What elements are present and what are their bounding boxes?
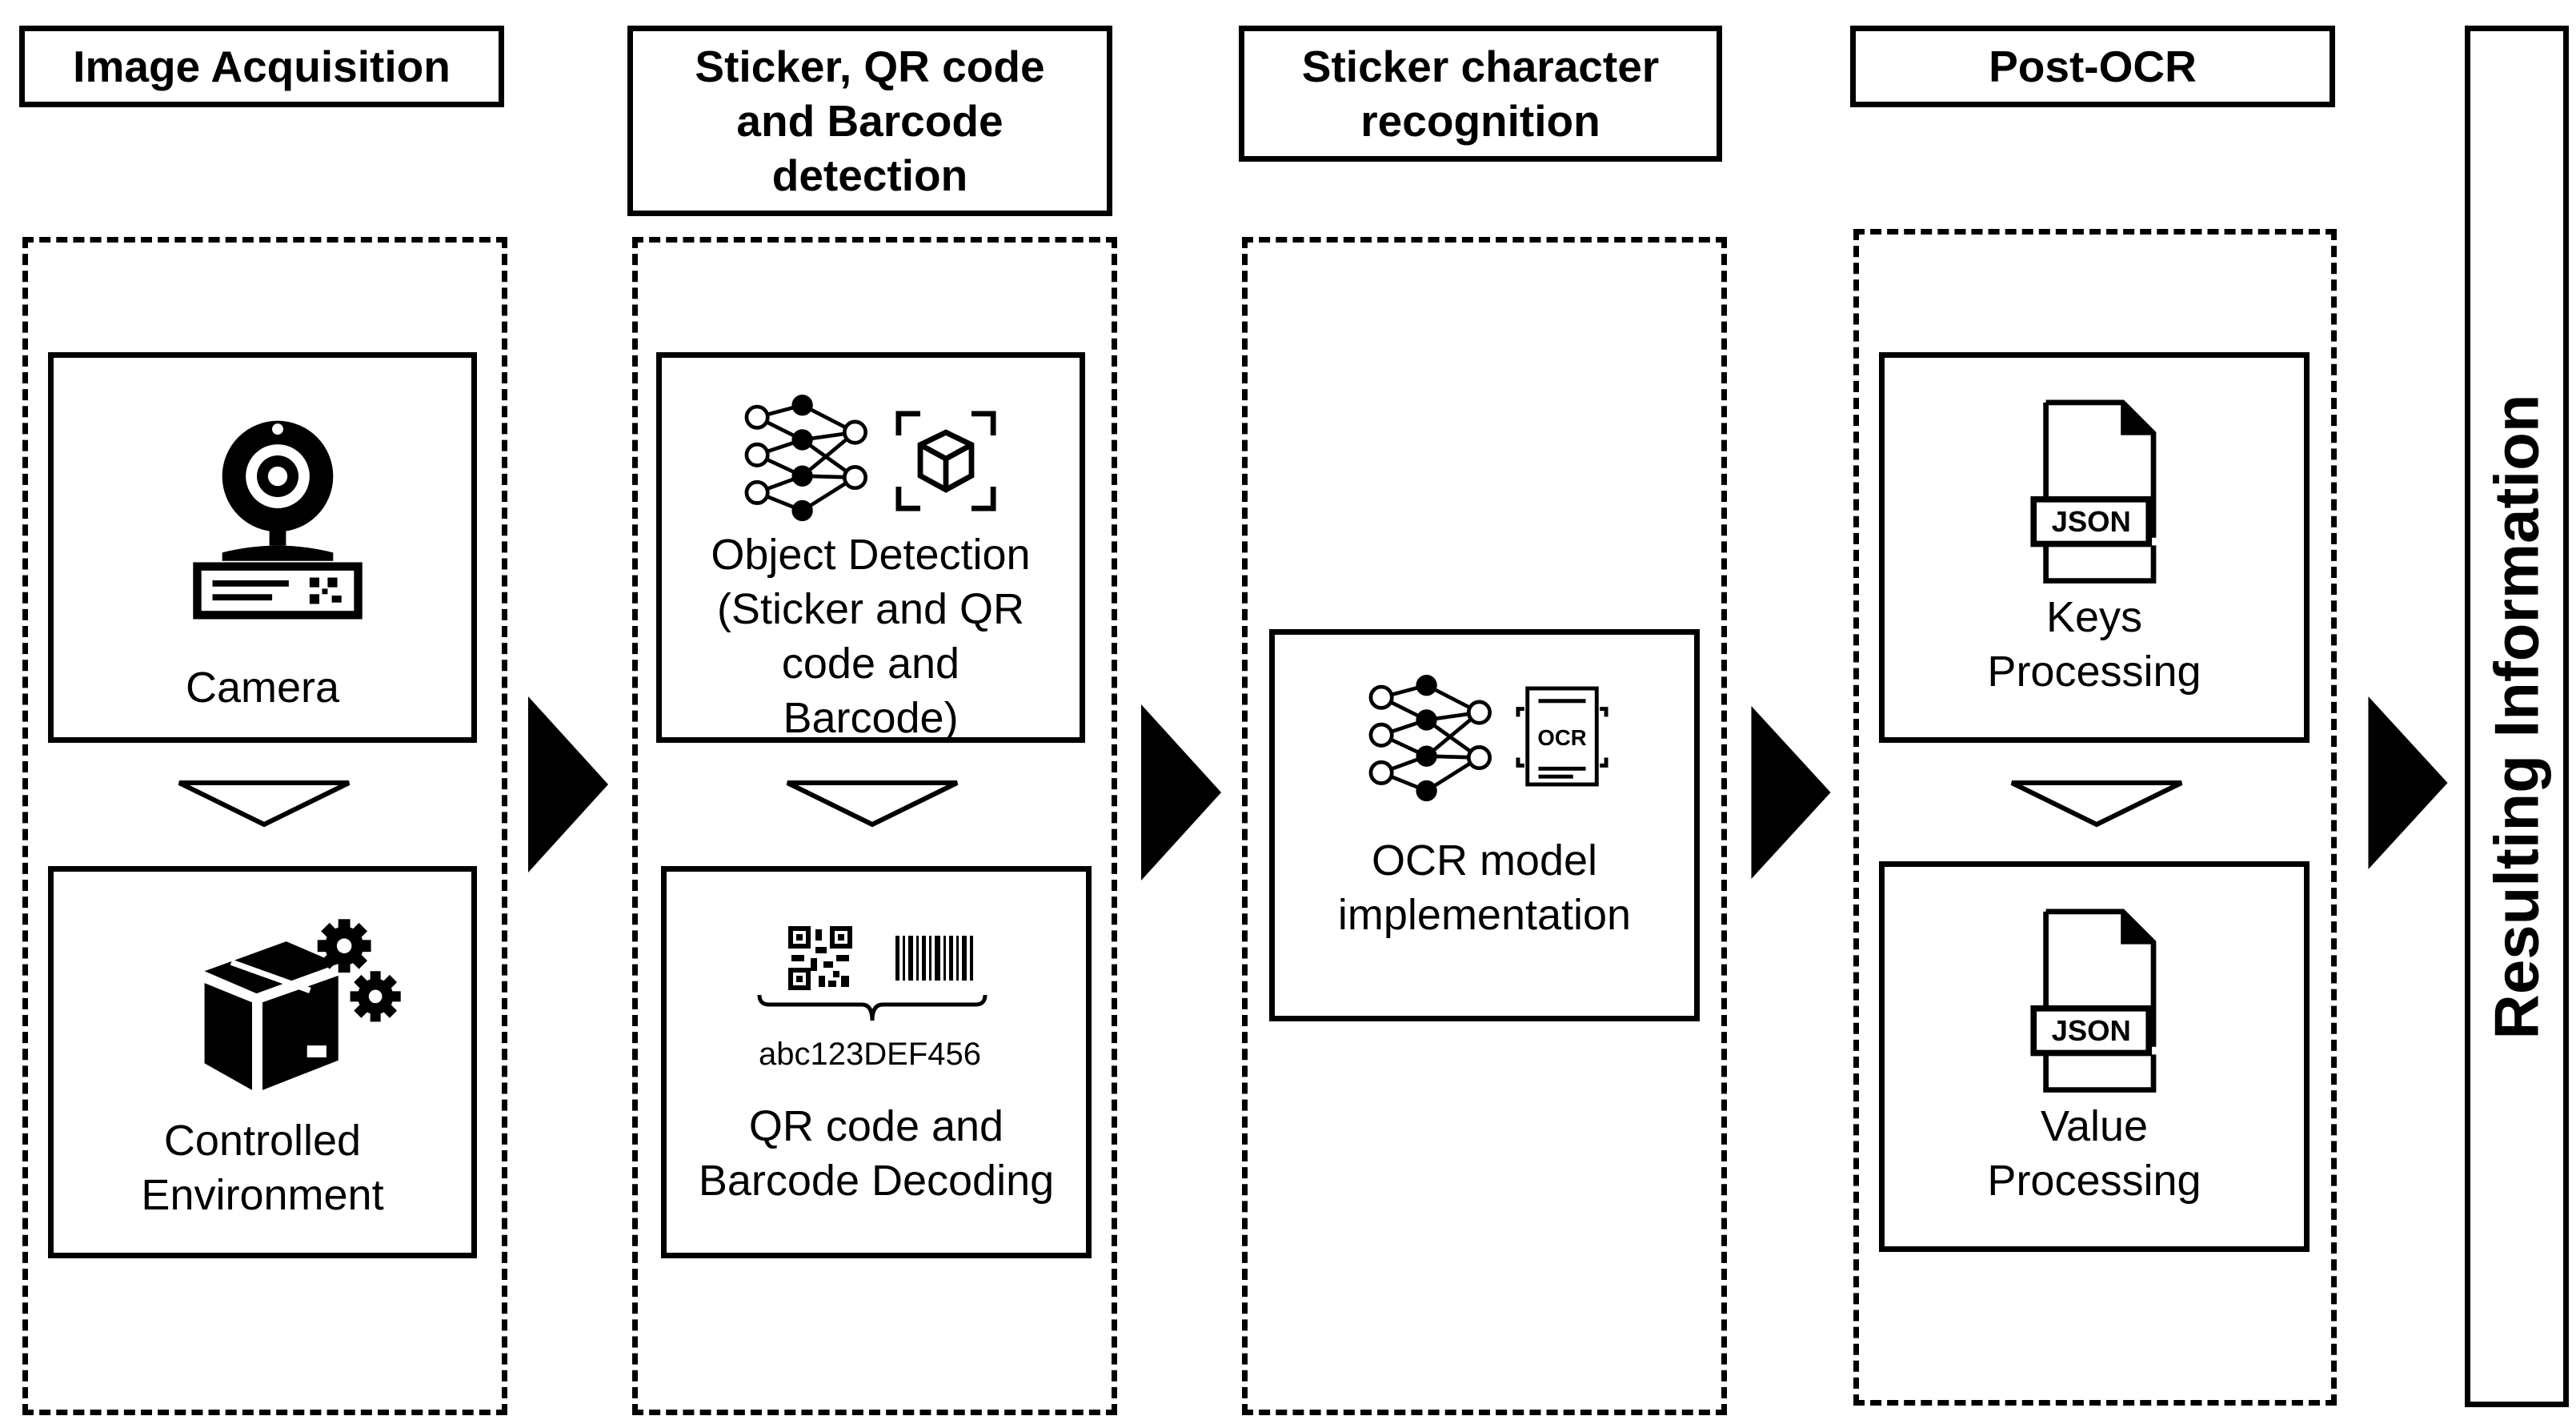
camera-box: Camera bbox=[48, 352, 477, 743]
object-detection-label-1: Object Detection bbox=[711, 531, 1031, 579]
header-post-ocr: Post-OCR bbox=[1850, 26, 2335, 107]
flow-arrow-4 bbox=[2368, 696, 2448, 870]
header-recognition-line-1: Sticker character bbox=[1301, 42, 1660, 91]
flow-arrow-2 bbox=[1141, 704, 1221, 880]
keys-processing-label-2: Processing bbox=[1987, 648, 2201, 696]
object-detection-label-4: Barcode) bbox=[783, 694, 959, 742]
json-tag-keys: JSON bbox=[2052, 505, 2131, 538]
object-detection-label-2: (Sticker and QR bbox=[716, 585, 1025, 633]
decode-brace-icon bbox=[757, 994, 988, 1021]
header-detection: Sticker, QR code and Barcode detection bbox=[627, 26, 1112, 216]
stage-post-ocr bbox=[1853, 229, 2337, 1406]
ocr-tag-text: OCR bbox=[1537, 725, 1586, 750]
object-scan-icon bbox=[895, 411, 996, 511]
qr-code-icon bbox=[788, 926, 852, 990]
header-image-acquisition: Image Acquisition bbox=[19, 26, 504, 107]
controlled-environment-label-2: Environment bbox=[141, 1171, 384, 1219]
barcode-icon bbox=[895, 936, 973, 981]
header-detection-line-3: detection bbox=[771, 150, 968, 200]
resulting-information-box: Resulting Information bbox=[2465, 26, 2569, 1407]
ocr-model-box: OCR OCR model implementation bbox=[1269, 629, 1700, 1021]
object-detection-box: Object Detection (Sticker and QR code an… bbox=[656, 352, 1085, 743]
decoding-label-2: Barcode Decoding bbox=[698, 1157, 1055, 1205]
controlled-environment-label-1: Controlled bbox=[163, 1117, 362, 1165]
header-recognition: Sticker character recognition bbox=[1239, 26, 1722, 162]
ocr-neural-network-icon bbox=[1368, 675, 1492, 802]
controlled-environment-box: Controlled Environment bbox=[48, 866, 477, 1258]
json-file-icon-keys: JSON bbox=[2030, 399, 2157, 584]
resulting-information-label: Resulting Information bbox=[2481, 394, 2552, 1039]
object-detection-label-3: code and bbox=[781, 640, 960, 688]
ocr-document-icon: OCR bbox=[1516, 686, 1608, 787]
value-processing-label-1: Value bbox=[2040, 1102, 2149, 1150]
keys-processing-label-1: Keys bbox=[2045, 593, 2143, 641]
decoded-value: abc123DEF456 bbox=[759, 1037, 981, 1072]
header-image-acquisition-text: Image Acquisition bbox=[73, 42, 451, 91]
stage-recognition bbox=[1242, 237, 1727, 1415]
ocr-model-label-1: OCR model bbox=[1371, 836, 1598, 884]
value-processing-label-2: Processing bbox=[1987, 1157, 2201, 1205]
header-detection-line-2: and Barcode bbox=[736, 96, 1004, 146]
keys-processing-box: JSON Keys Processing bbox=[1879, 352, 2310, 743]
neural-network-icon bbox=[744, 395, 867, 522]
camera-label: Camera bbox=[185, 664, 340, 712]
down-arrow-stage2 bbox=[786, 780, 959, 828]
decoding-box: abc123DEF456 QR code and Barcode Decodin… bbox=[661, 866, 1092, 1258]
decoding-label-1: QR code and bbox=[748, 1102, 1004, 1150]
webcam-icon bbox=[193, 420, 363, 620]
header-recognition-line-2: recognition bbox=[1360, 96, 1600, 146]
json-file-icon-value: JSON bbox=[2030, 909, 2157, 1093]
flow-arrow-3 bbox=[1751, 706, 1831, 880]
json-tag-value: JSON bbox=[2052, 1014, 2131, 1047]
header-post-ocr-text: Post-OCR bbox=[1989, 42, 2197, 91]
down-arrow-stage4 bbox=[2010, 780, 2183, 828]
stage-image-acquisition bbox=[22, 237, 507, 1415]
ocr-model-label-2: implementation bbox=[1337, 891, 1632, 939]
value-processing-box: JSON Value Processing bbox=[1879, 861, 2310, 1252]
header-detection-line-1: Sticker, QR code bbox=[695, 42, 1045, 91]
box-gears-icon bbox=[204, 919, 401, 1090]
stage-detection bbox=[632, 237, 1117, 1415]
flow-arrow-1 bbox=[528, 696, 608, 872]
down-arrow-stage1 bbox=[178, 780, 351, 828]
